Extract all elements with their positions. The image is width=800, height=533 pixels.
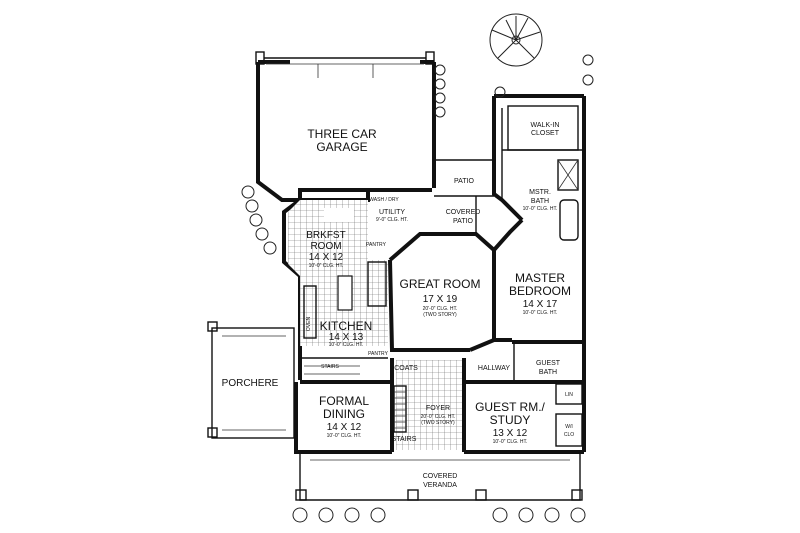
foyer-label: FOYER: [426, 405, 450, 412]
brkfst-size: 14 X 12: [309, 252, 344, 263]
formal-dining-size: 14 X 12: [327, 422, 362, 433]
foyer-ceiling: 20'-0" CLG. HT.: [421, 414, 456, 420]
wic-label-1: WALK-IN: [531, 122, 560, 129]
foyer-note: (TWO STORY): [421, 420, 455, 426]
brkfst-label-1: BRKFST: [306, 230, 345, 241]
veranda: COVERED VERANDA: [295, 452, 583, 501]
brkfst-label-2: ROOM: [310, 241, 341, 252]
porchere-label: PORCHERE: [222, 378, 279, 389]
wash-dry-label: WASH / DRY: [369, 197, 399, 203]
master-bedroom-label-1: MASTER: [515, 271, 565, 285]
stairs: [304, 365, 407, 433]
veranda-label-1: COVERED: [423, 473, 458, 480]
tree-icon: [489, 13, 543, 67]
lin-label: LIN: [565, 392, 573, 398]
guest-study-label-2: STUDY: [490, 413, 531, 427]
utility-label: UTILITY: [379, 209, 405, 216]
veranda-label-2: VERANDA: [423, 482, 457, 489]
patio-label: PATIO: [454, 178, 475, 185]
master-bedroom-label-2: BEDROOM: [509, 284, 571, 298]
wic-small-label-1: W/I: [565, 424, 573, 430]
guest-bath-label-2: BATH: [539, 369, 557, 376]
stairs-lower-label: STAIRS: [392, 436, 417, 443]
room-labels: WASH / DRY UTILITY 9'-0" CLG. HT. BRKFST…: [306, 189, 574, 445]
great-room-note: (TWO STORY): [423, 312, 457, 318]
guest-study-size: 13 X 12: [493, 428, 528, 439]
kitchen-ceiling: 10'-0" CLG. HT.: [329, 342, 364, 348]
formal-dining-ceiling: 10'-0" CLG. HT.: [327, 433, 362, 439]
master-bedroom-ceiling: 10'-0" CLG. HT.: [523, 310, 558, 316]
kitchen-label: KITCHEN: [320, 319, 373, 333]
master-bedroom-size: 14 X 17: [523, 299, 558, 310]
garage-label-1: THREE CAR: [307, 127, 377, 141]
hallway-label: HALLWAY: [478, 365, 510, 372]
stairs-upper-label: STAIRS: [321, 364, 339, 370]
tv-label: T.V.: [420, 232, 428, 238]
covered-patio-label-1: COVERED: [446, 209, 481, 216]
guest-study-label-1: GUEST RM./: [475, 400, 545, 414]
porchere: PORCHERE: [207, 321, 295, 439]
mstr-bath-label-1: MSTR.: [529, 189, 551, 196]
kitchen-size: 14 X 13: [329, 332, 364, 343]
covered-patio-label-2: PATIO: [453, 218, 474, 225]
garage: THREE CAR GARAGE: [255, 51, 436, 202]
shrub-icon: [241, 54, 594, 523]
great-room-label: GREAT ROOM: [400, 277, 481, 291]
wic-small-label-2: CLO: [564, 432, 574, 438]
oven-label: OVEN: [306, 317, 312, 332]
guest-bath-label-1: GUEST: [536, 360, 561, 367]
wic-label-2: CLOSET: [531, 130, 560, 137]
tile-floor: [288, 200, 462, 450]
pantry-label: PANTRY: [366, 242, 386, 248]
formal-dining-label-1: FORMAL: [319, 394, 369, 408]
guest-study-ceiling: 10'-0" CLG. HT.: [493, 439, 528, 445]
pantry-small-label: PANTRY: [368, 351, 388, 357]
utility-ceiling: 9'-0" CLG. HT.: [376, 217, 408, 223]
formal-dining-label-2: DINING: [323, 407, 365, 421]
house-walls: WALK-IN CLOSET: [282, 94, 586, 454]
coats-label: COATS: [394, 365, 418, 372]
great-room-ceiling: 20'-0" CLG. HT.: [423, 306, 458, 312]
mstr-bath-ceiling: 10'-0" CLG. HT.: [523, 206, 558, 212]
great-room-size: 17 X 19: [423, 294, 458, 305]
brkfst-ceiling: 10'-0" CLG. HT.: [309, 263, 344, 269]
patios: PATIO COVERED PATIO: [434, 159, 494, 234]
garage-label-2: GARAGE: [316, 140, 367, 154]
mstr-bath-label-2: BATH: [531, 198, 549, 205]
